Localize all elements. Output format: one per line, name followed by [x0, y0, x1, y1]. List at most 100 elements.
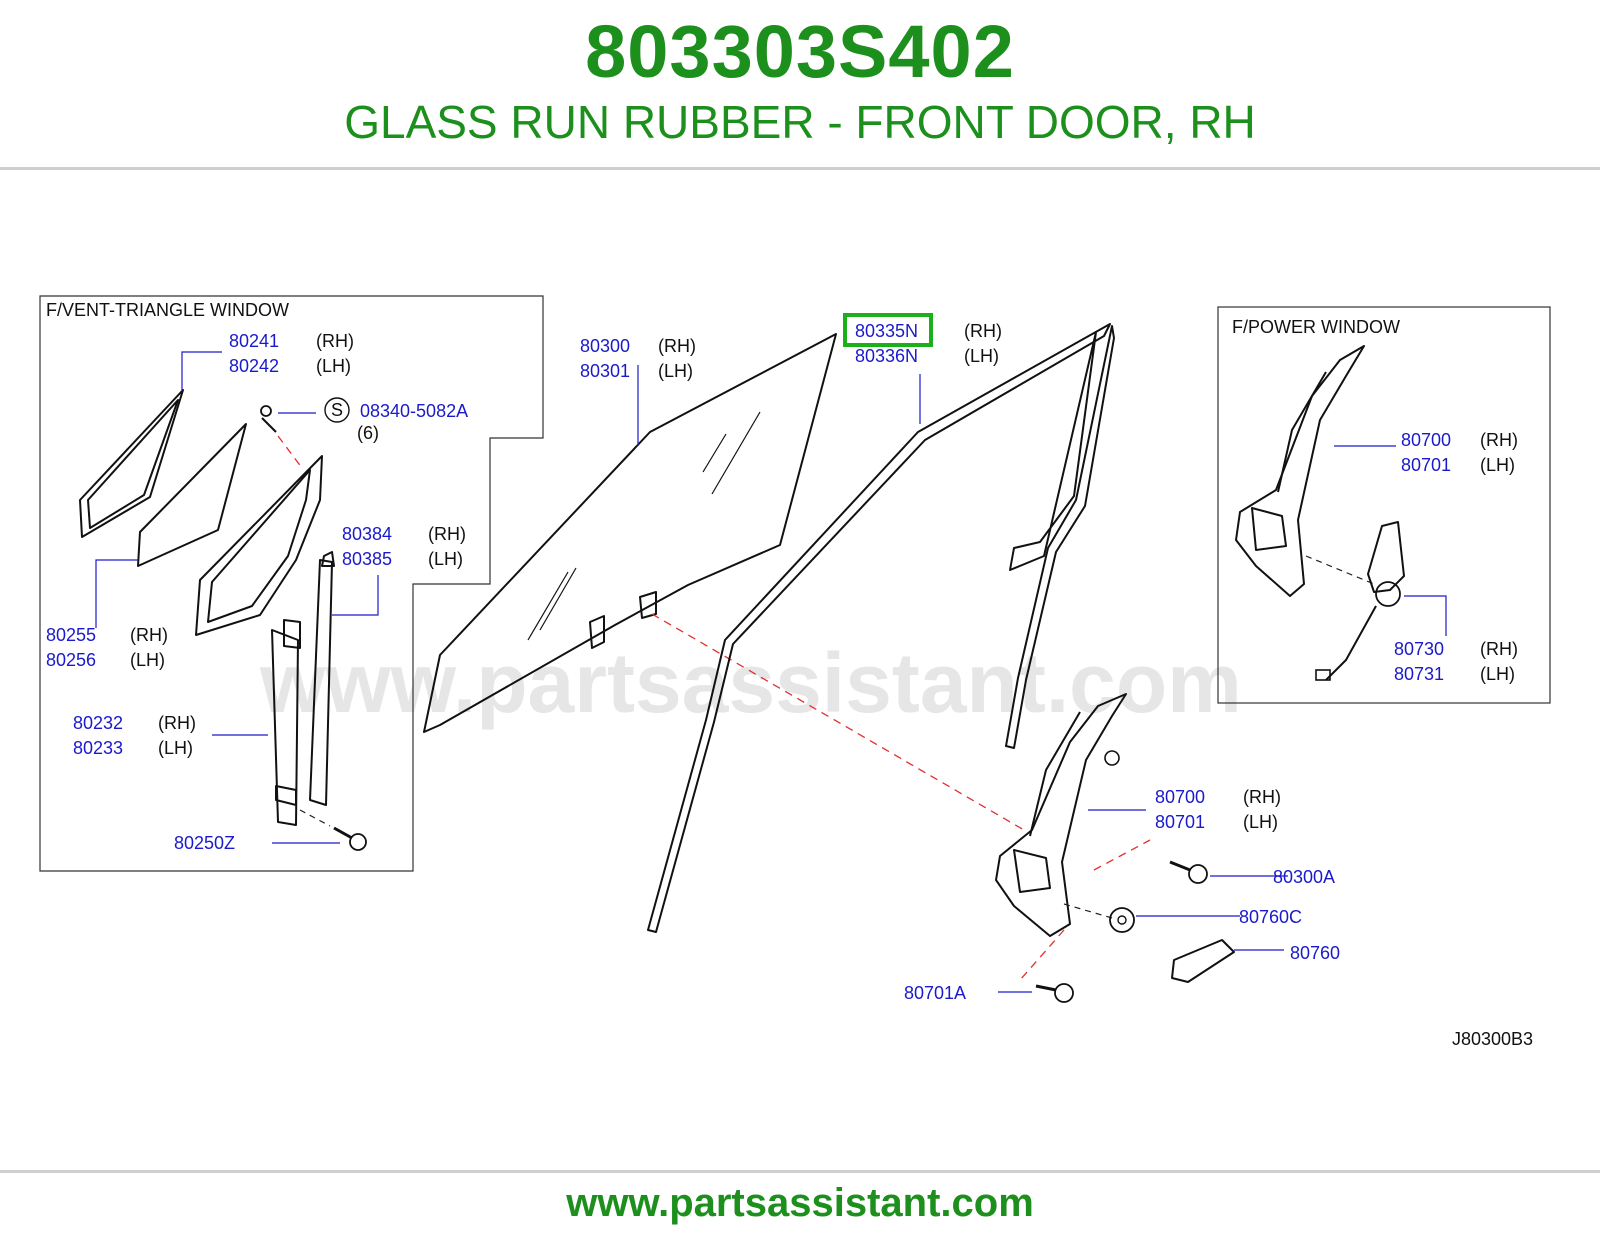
label-80760[interactable]: 80760 [1290, 943, 1340, 963]
label-80255-side: (RH) [130, 625, 168, 645]
label-power-80731-side: (LH) [1480, 664, 1515, 684]
label-80335n[interactable]: 80335N [855, 321, 918, 341]
header-divider [0, 167, 1600, 170]
label-80256[interactable]: 80256 [46, 650, 96, 670]
glass-glint-4 [539, 567, 577, 631]
label-80385-side: (LH) [428, 549, 463, 569]
glass-to-regulator-dash [651, 613, 1025, 831]
regulator-cable [1029, 711, 1081, 837]
bolt-shank [333, 826, 353, 840]
label-80300a[interactable]: 80300A [1273, 867, 1335, 887]
label-80242-side: (LH) [316, 356, 351, 376]
door-glass-80300 [423, 333, 837, 733]
label-80300[interactable]: 80300 [580, 336, 630, 356]
label-80300-side: (RH) [658, 336, 696, 356]
standard-part-s: S [331, 400, 343, 420]
screw-icon [260, 405, 272, 417]
label-80232-side: (RH) [158, 713, 196, 733]
power-inset-title: F/POWER WINDOW [1232, 317, 1400, 337]
label-power-80700[interactable]: 80700 [1401, 430, 1451, 450]
regulator-bolt-hole [1104, 750, 1120, 766]
label-80701a[interactable]: 80701A [904, 983, 966, 1003]
label-power-80731[interactable]: 80731 [1394, 664, 1444, 684]
label-80384-side: (RH) [428, 524, 466, 544]
label-80301[interactable]: 80301 [580, 361, 630, 381]
diagram-code: J80300B3 [1452, 1029, 1533, 1049]
window-regulator-assembly: 80300A 80760C 80760 80701A 80700 (RH) 80… [904, 693, 1340, 1003]
washer-80760c-icon [1109, 907, 1135, 933]
label-80233[interactable]: 80233 [73, 738, 123, 758]
bolt-80701a-icon [1054, 983, 1074, 1003]
label-80256-side: (LH) [130, 650, 165, 670]
bolt-80300a-dash [1093, 839, 1151, 871]
vent-glass [137, 423, 247, 567]
label-power-80730[interactable]: 80730 [1394, 639, 1444, 659]
bolt-80701a-dash [1019, 929, 1065, 981]
label-80385[interactable]: 80385 [342, 549, 392, 569]
label-80760c[interactable]: 80760C [1239, 907, 1302, 927]
vent-frame-inner [207, 469, 311, 623]
leader-80384 [332, 575, 379, 616]
screw-dash-line [277, 435, 303, 469]
power-motor-80730 [1367, 521, 1405, 593]
label-80335n-side: (RH) [964, 321, 1002, 341]
glass-run-rubber-corner [1009, 331, 1097, 571]
label-80241[interactable]: 80241 [229, 331, 279, 351]
label-08340-5082a[interactable]: 08340-5082A [360, 401, 468, 421]
glass-glint-3 [527, 571, 569, 641]
part-number-title: 803303S402 [585, 10, 1015, 93]
glass-run-rubber-rear [1005, 325, 1115, 749]
label-80255[interactable]: 80255 [46, 625, 96, 645]
vent-triangle-inset: F/VENT-TRIANGLE WINDOW 80241 (RH [39, 295, 544, 872]
label-80384[interactable]: 80384 [342, 524, 392, 544]
label-08340-qty: (6) [357, 423, 379, 443]
label-power-80700-side: (RH) [1480, 430, 1518, 450]
label-80241-side: (RH) [316, 331, 354, 351]
label-main-80700[interactable]: 80700 [1155, 787, 1205, 807]
power-regulator-rail [1235, 345, 1365, 597]
header: 803303S402 GLASS RUN RUBBER - FRONT DOOR… [0, 0, 1600, 170]
vent-seal-outer [79, 389, 184, 538]
label-80233-side: (LH) [158, 738, 193, 758]
label-80336n[interactable]: 80336N [855, 346, 918, 366]
label-main-80700-side: (RH) [1243, 787, 1281, 807]
vent-inset-frame [39, 295, 544, 872]
regulator-rail [995, 693, 1127, 937]
vent-frame-outer [195, 455, 323, 636]
bolt-80300a-shank [1169, 860, 1191, 872]
power-motor-gear-icon [1375, 581, 1401, 607]
standard-part-badge [324, 397, 350, 423]
power-regulator-gear [1251, 507, 1287, 551]
power-motor-wire [1325, 605, 1377, 681]
label-power-80701[interactable]: 80701 [1401, 455, 1451, 475]
leader-80255 [95, 559, 138, 628]
label-80250z[interactable]: 80250Z [174, 833, 235, 853]
label-main-80701[interactable]: 80701 [1155, 812, 1205, 832]
glass-glint-2 [711, 411, 761, 495]
footer-divider [0, 1170, 1600, 1173]
power-window-inset: F/POWER WINDOW 80700 (RH) 80701 (LH) 807… [1217, 306, 1551, 704]
label-80232[interactable]: 80232 [73, 713, 123, 733]
label-80242[interactable]: 80242 [229, 356, 279, 376]
label-power-80730-side: (RH) [1480, 639, 1518, 659]
footer-url-link[interactable]: www.partsassistant.com [566, 1181, 1034, 1225]
glass-run-rubber-assembly: 80335N (RH) 80336N (LH) [647, 313, 1115, 933]
bolt-80300a-icon [1188, 864, 1208, 884]
vent-seal-inner [87, 399, 179, 529]
bolt-dash-line [299, 809, 331, 827]
sash-seal-cap [321, 551, 335, 567]
label-80301-side: (LH) [658, 361, 693, 381]
washer-hole [1117, 915, 1127, 925]
power-regulator-cable [1277, 371, 1327, 493]
bolt-80250z-icon [349, 833, 367, 851]
screw-shank [261, 417, 277, 433]
channel-bracket [275, 785, 297, 806]
label-80336n-side: (LH) [964, 346, 999, 366]
door-glass-assembly: 80300 (RH) 80301 (LH) [423, 333, 1025, 831]
regulator-motor [1013, 849, 1051, 893]
highlight-box-80335n [843, 313, 933, 347]
bolt-80701a-shank [1035, 984, 1057, 992]
regulator-handle-80760 [1171, 939, 1235, 983]
glass-glint-1 [702, 433, 727, 473]
